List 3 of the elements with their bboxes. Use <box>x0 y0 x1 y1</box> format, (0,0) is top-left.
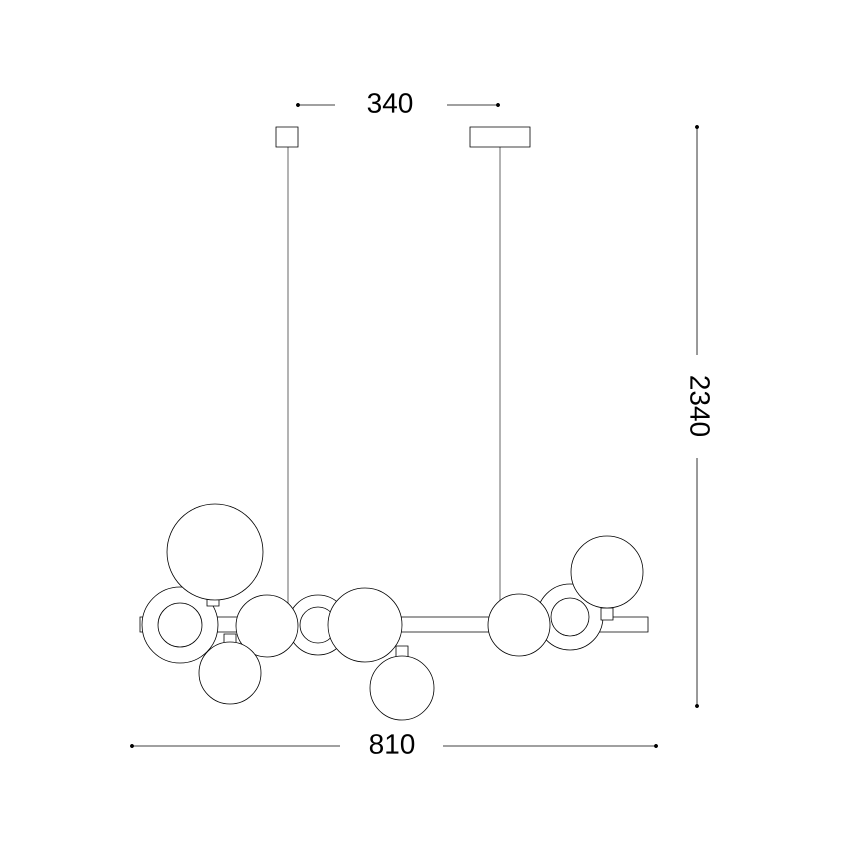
dimension-label: 2340 <box>690 376 710 436</box>
dimension-label: 340 <box>368 93 412 113</box>
dimension-label: 810 <box>370 734 414 754</box>
